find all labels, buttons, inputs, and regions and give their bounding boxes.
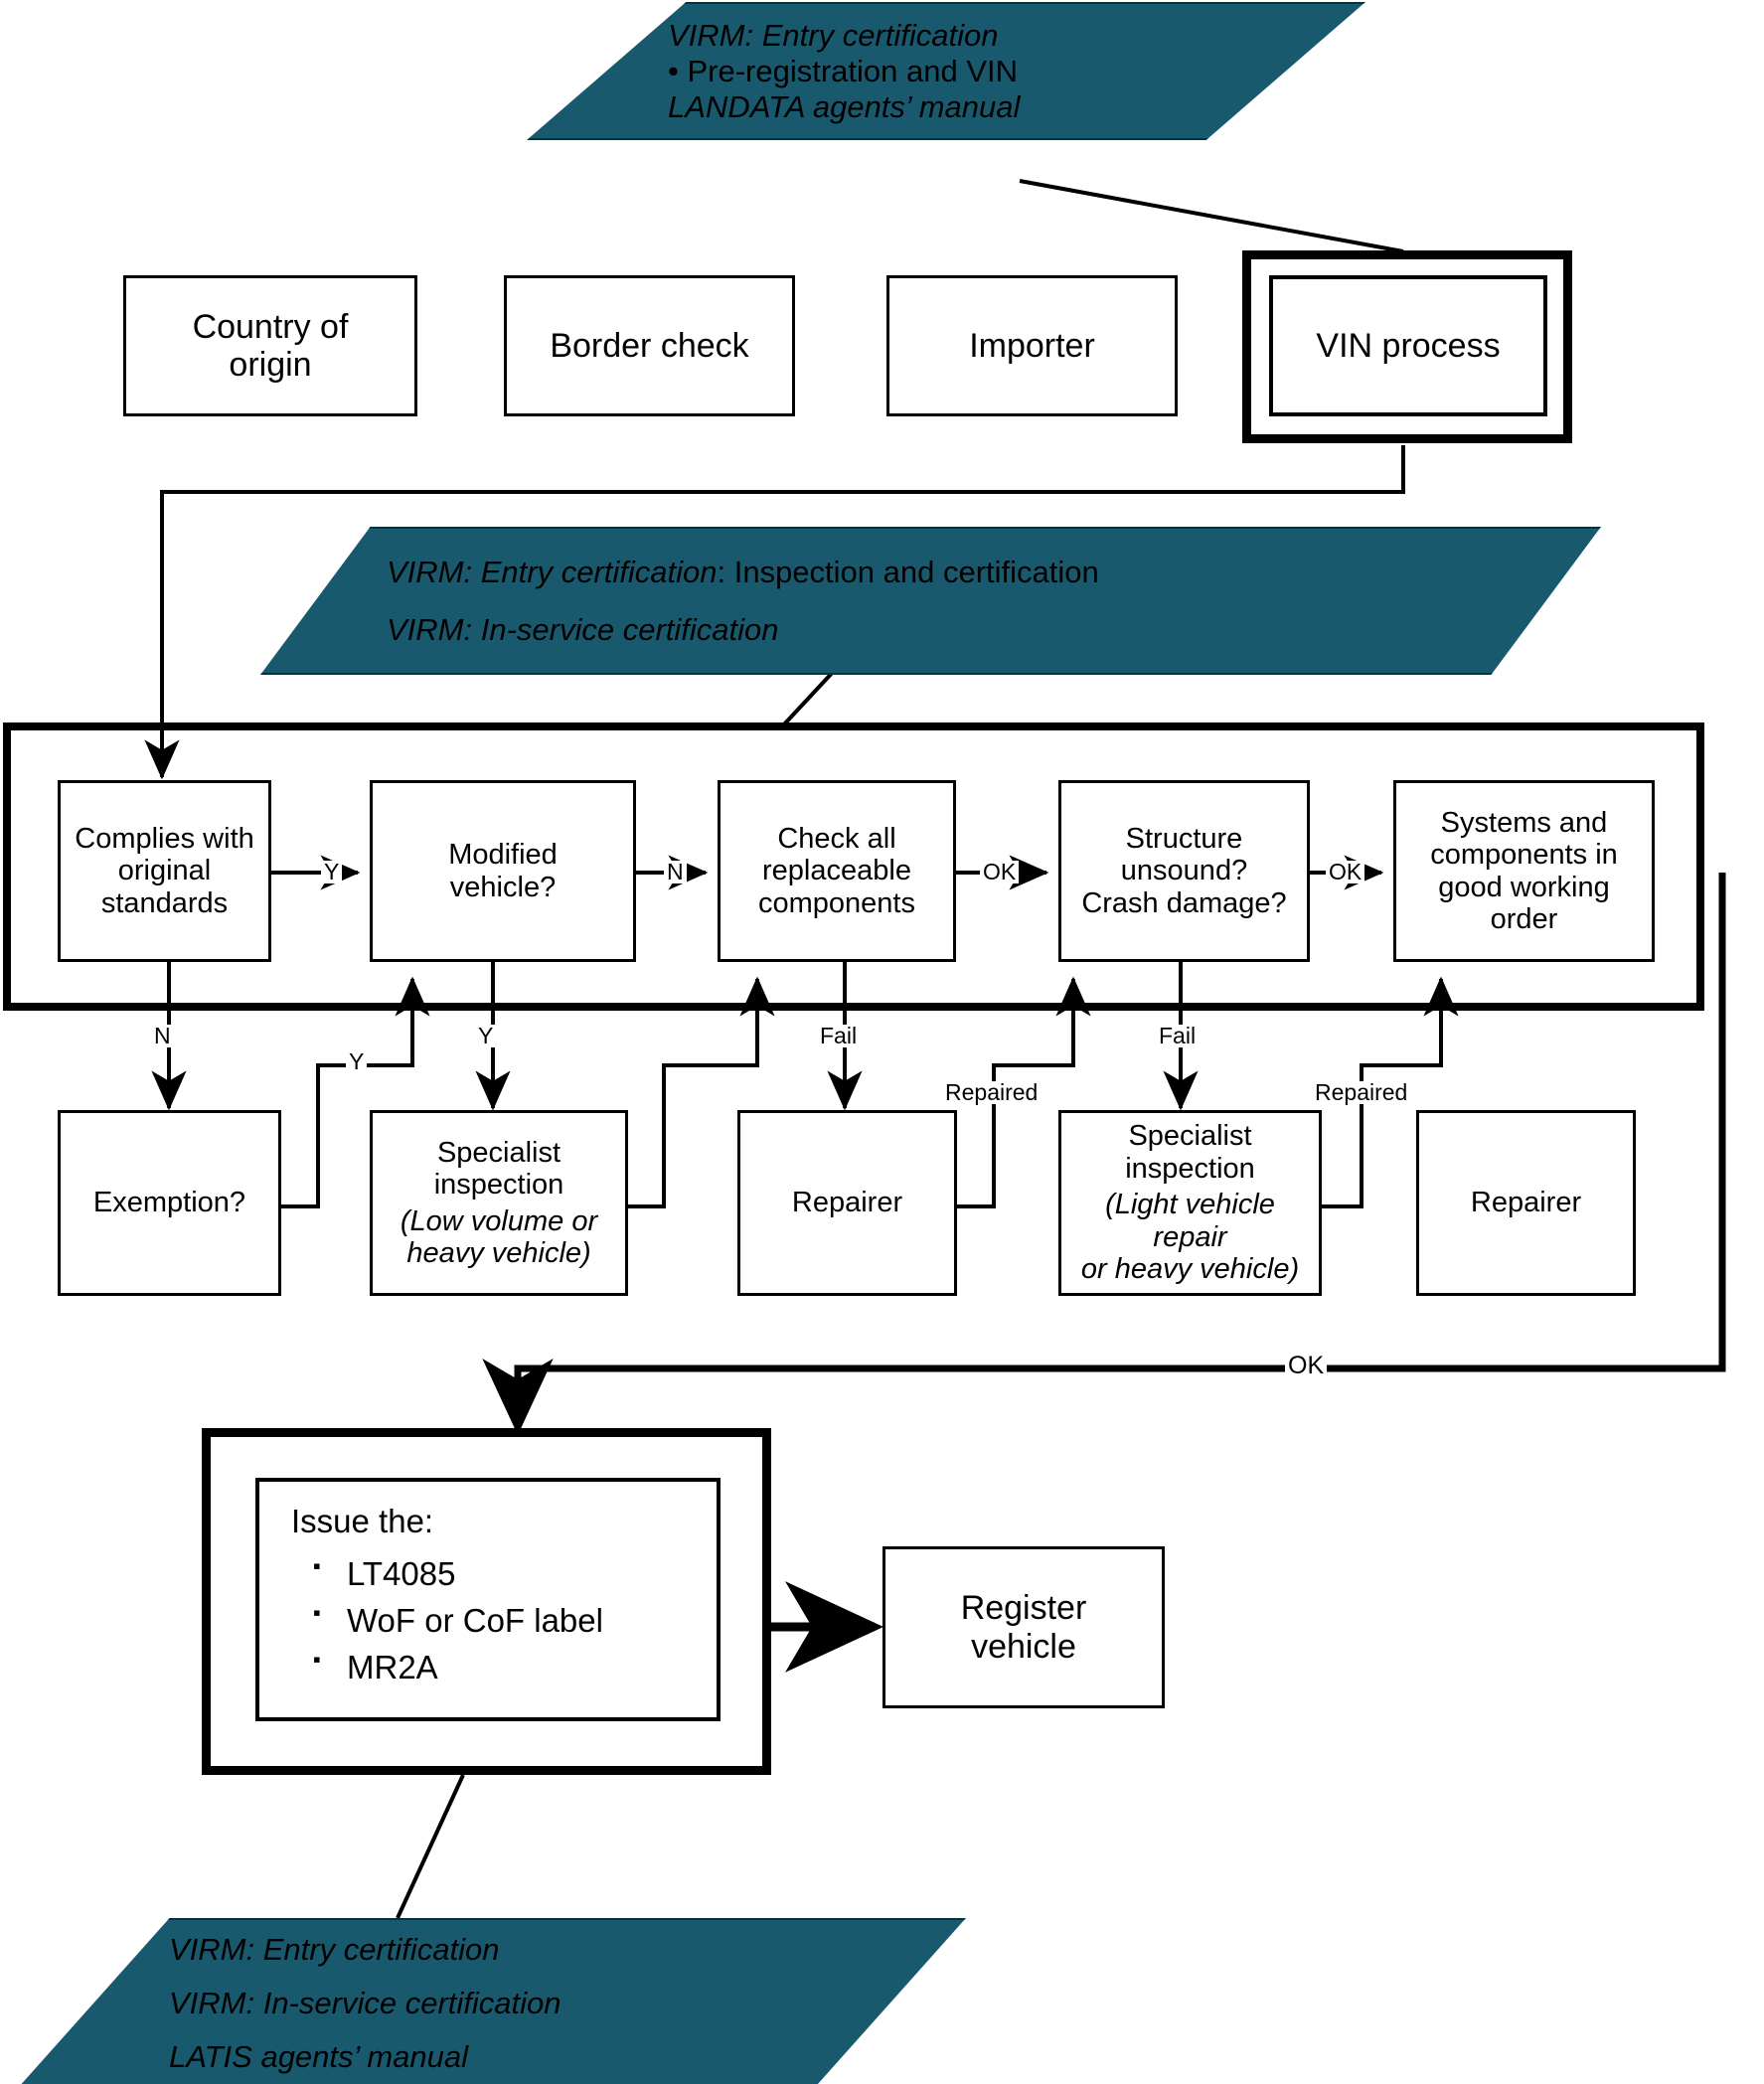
list-item: MR2A [313, 1648, 603, 1686]
reference-line-italic: VIRM: Entry certification [387, 554, 718, 589]
reference-line: LATIS agents’ manual [169, 2038, 468, 2074]
reference-line-roman: : Inspection and certification [717, 554, 1099, 589]
edge-label-modified-to-check: N [664, 861, 687, 883]
edge-label-check-fail: Fail [817, 1025, 861, 1047]
box-label: Repairer [1470, 1187, 1582, 1219]
box-label: Border check [550, 326, 749, 365]
edge-label-exemption-yes: Y [346, 1050, 368, 1073]
edge-label-check-to-structure: OK [980, 861, 1020, 883]
reference-bullet-line: • Pre-registration and VIN [668, 54, 1363, 89]
reference-callout-top: VIRM: Entry certification • Pre-registra… [527, 2, 1365, 140]
box-border-check[interactable]: Border check [504, 275, 795, 416]
edge-label-repairer2-repaired: Repaired [1312, 1081, 1411, 1104]
reference-line: VIRM: Entry certification [668, 17, 999, 53]
bullet-glyph: • [668, 53, 688, 88]
reference-line: VIRM: Entry certification: Inspection an… [387, 555, 1599, 590]
box-repairer-1[interactable]: Repairer [737, 1110, 957, 1296]
box-exemption[interactable]: Exemption? [58, 1110, 281, 1296]
reference-bullet-text: Pre-registration and VIN [687, 53, 1019, 88]
inspection-process-container [3, 722, 1704, 1011]
box-repairer-2[interactable]: Repairer [1416, 1110, 1636, 1296]
box-label: VIN process [1316, 326, 1501, 365]
box-label: Importer [969, 326, 1095, 365]
reference-line: LANDATA agents’ manual [668, 88, 1021, 124]
box-label: Exemption? [92, 1187, 246, 1219]
edge-label-modified-yes: Y [475, 1025, 497, 1047]
list-item: LT4085 [313, 1554, 603, 1593]
edge-label-complies-fail: N [151, 1025, 174, 1047]
edge-label-structure-fail: Fail [1156, 1025, 1200, 1047]
edge-label-systems-ok: OK [1285, 1354, 1328, 1378]
reference-line: VIRM: Entry certification [169, 1931, 500, 1967]
box-vin-process[interactable]: VIN process [1269, 275, 1547, 416]
box-issue-documents[interactable]: Issue the: LT4085 WoF or CoF label MR2A [255, 1478, 721, 1721]
edge-label-complies-to-modified: Y [321, 861, 343, 883]
edge-label-repairer1-repaired: Repaired [942, 1081, 1042, 1104]
reference-line: VIRM: In-service certification [169, 1985, 561, 2020]
edge-label-structure-to-systems: OK [1326, 861, 1365, 883]
reference-callout-middle: VIRM: Entry certification: Inspection an… [260, 527, 1601, 675]
box-label: Repairer [791, 1187, 903, 1219]
reference-line: VIRM: In-service certification [387, 611, 779, 647]
reference-callout-bottom: VIRM: Entry certification VIRM: In-servi… [18, 1918, 966, 2084]
issue-documents-content: Issue the: LT4085 WoF or CoF label MR2A [259, 1482, 603, 1696]
issue-documents-header: Issue the: [291, 1503, 434, 1539]
list-item: WoF or CoF label [313, 1601, 603, 1640]
box-importer[interactable]: Importer [886, 275, 1178, 416]
issue-documents-list: LT4085 WoF or CoF label MR2A [269, 1554, 603, 1686]
